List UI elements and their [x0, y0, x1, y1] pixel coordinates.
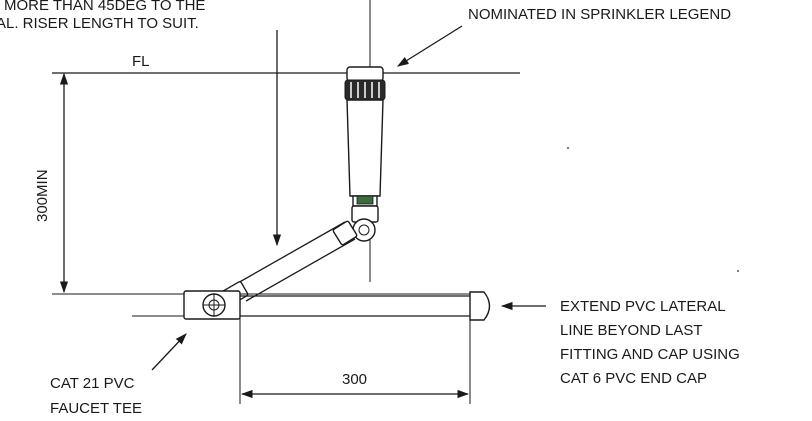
faucet-tee-fitting: [183, 290, 241, 320]
pvc-lateral-pipe: [132, 293, 470, 317]
end-cap-note-line4: CAT 6 PVC END CAP: [560, 370, 707, 387]
speck: [567, 147, 569, 149]
floor-level-label: FL: [132, 53, 150, 70]
pvc-end-cap: [469, 291, 491, 321]
speck: [737, 270, 739, 272]
note-angle-line1: MORE THAN 45DEG TO THE: [4, 0, 205, 14]
tee-leader-arrow: [151, 333, 187, 371]
note-sprinkler-legend: NOMINATED IN SPRINKLER LEGEND: [468, 6, 731, 23]
sprinkler-head: [344, 66, 386, 207]
legend-leader-arrow: [397, 25, 463, 67]
depth-dimension-label: 300MIN: [34, 169, 51, 222]
end-cap-note-line3: FITTING AND CAP USING: [560, 346, 740, 363]
horizontal-dimension-label: 300: [342, 371, 367, 388]
tee-label-line2: FAUCET TEE: [50, 400, 142, 417]
tee-label-line1: CAT 21 PVC: [50, 375, 135, 392]
note-angle-line2: AL. RISER LENGTH TO SUIT.: [0, 15, 199, 32]
end-cap-note-line1: EXTEND PVC LATERAL: [560, 298, 726, 315]
end-cap-note-line2: LINE BEYOND LAST: [560, 322, 703, 339]
